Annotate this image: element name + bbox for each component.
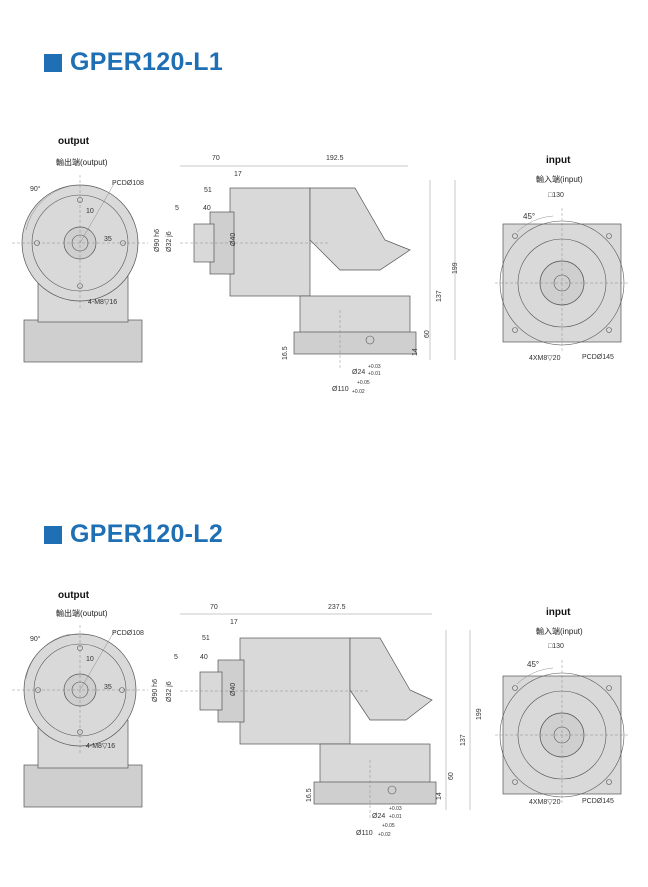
side-dim-d110-tol-up: +0.05 [382, 823, 395, 829]
output-sub-label: 輸出端(output) [56, 158, 108, 167]
side-dim-length: 192.5 [326, 155, 344, 162]
input-sub-label: 輸入端(input) [536, 627, 583, 636]
section-gper120-l1: GPER120-L1 output 輸出端(output) input 輸入端(… [0, 0, 648, 440]
side-dim-d110: Ø110 [356, 830, 373, 837]
section-title-row: GPER120-L2 [44, 520, 223, 549]
output-label: output [58, 136, 90, 147]
side-dim-70: 70 [212, 155, 220, 162]
side-dim-137: 137 [460, 734, 467, 746]
in-screw-label: 4XM8▽20 [529, 355, 561, 362]
side-dim-199: 199 [476, 708, 483, 720]
side-dim-d24-tol-low: +0.01 [389, 814, 402, 820]
out-dim-35: 35 [104, 684, 112, 691]
input-label: input [546, 155, 571, 166]
out-angle-label: 90° [30, 186, 41, 193]
side-dim-17: 17 [234, 171, 242, 178]
input-front-view-drawing [495, 208, 630, 353]
output-label: output [58, 590, 90, 601]
side-dim-d90: Ø90 h6 [152, 679, 159, 702]
out-screw-label: 4-M8▽16 [86, 743, 116, 750]
section-title: GPER120-L1 [70, 48, 224, 76]
out-dim-10: 10 [86, 656, 94, 663]
side-dim-51: 51 [202, 635, 210, 642]
input-front-view-drawing [495, 660, 630, 805]
section-title: GPER120-L2 [70, 520, 224, 548]
output-front-view-drawing [12, 175, 148, 363]
side-dim-70: 70 [210, 604, 218, 611]
side-dim-d40: Ø40 [230, 682, 237, 696]
side-dim-40: 40 [200, 654, 208, 661]
side-dim-d110-tol-low: +0.02 [352, 389, 365, 395]
in-screw-label: 4XM8▽20 [529, 799, 561, 806]
side-dim-60: 60 [448, 772, 455, 780]
side-dim-d24-tol-up: +0.03 [368, 364, 381, 370]
side-dim-d110: Ø110 [332, 386, 349, 393]
side-dim-5: 5 [175, 205, 179, 212]
side-dim-16-5: 16.5 [306, 788, 313, 802]
in-pcd-label: PCDØ145 [582, 354, 614, 361]
in-angle-label: 45° [527, 660, 540, 669]
input-sub-label: 輸入端(input) [536, 175, 583, 184]
output-sub-label: 輸出端(output) [56, 609, 108, 618]
section-title-row: GPER120-L1 [44, 48, 223, 77]
out-pcd-label: PCDØ108 [112, 630, 144, 637]
side-view-drawing [180, 613, 471, 820]
out-dim-35: 35 [104, 236, 112, 243]
output-front-view-drawing [12, 625, 148, 808]
side-dim-d24-tol-low: +0.01 [368, 371, 381, 377]
side-dim-d110-tol-up: +0.05 [357, 380, 370, 386]
side-dim-d110-tol-low: +0.02 [378, 832, 391, 838]
out-angle-label: 90° [30, 636, 41, 643]
in-square-label: □130 [548, 192, 564, 199]
side-dim-40: 40 [203, 205, 211, 212]
in-pcd-label: PCDØ145 [582, 798, 614, 805]
side-dim-d32: Ø32 j6 [166, 681, 173, 702]
side-dim-d24: Ø24 [352, 369, 366, 376]
side-dim-length: 237.5 [328, 604, 346, 611]
title-square-icon [44, 53, 62, 72]
side-dim-17: 17 [230, 619, 238, 626]
out-screw-label: 4-M8▽16 [88, 299, 118, 306]
side-dim-d24: Ø24 [372, 813, 386, 820]
out-pcd-label: PCDØ108 [112, 180, 144, 187]
out-dim-10: 10 [86, 208, 94, 215]
input-label: input [546, 607, 571, 618]
side-dim-d24-tol-up: +0.03 [389, 806, 402, 812]
title-square-icon [44, 525, 62, 544]
in-angle-label: 45° [523, 212, 536, 221]
side-dim-5: 5 [174, 654, 178, 661]
side-dim-14: 14 [436, 792, 443, 800]
in-square-label: □130 [548, 643, 564, 650]
side-view-drawing [180, 165, 456, 370]
side-dim-51: 51 [204, 187, 212, 194]
